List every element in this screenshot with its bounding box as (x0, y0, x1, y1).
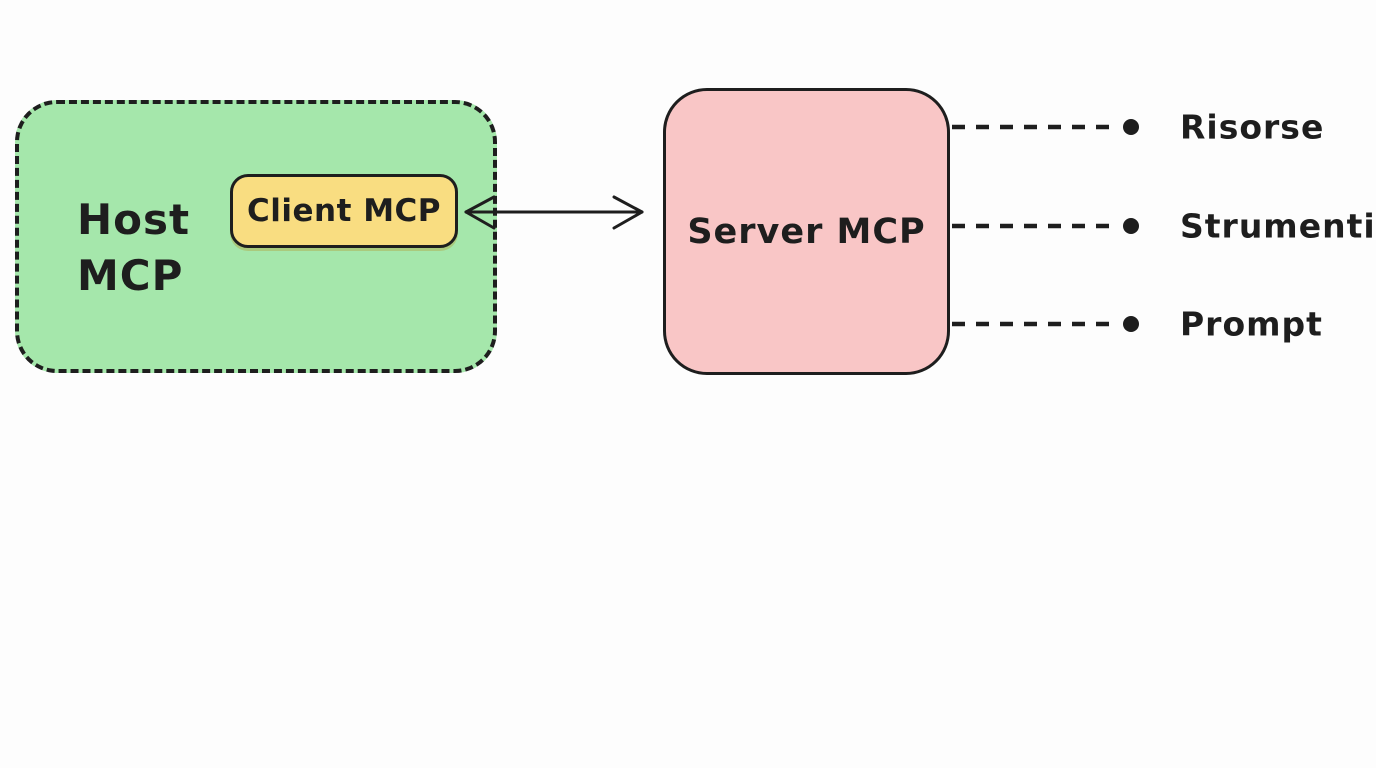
server-mcp-box: Server MCP (663, 88, 950, 375)
connector-strumenti (952, 218, 1139, 234)
host-mcp-label: Host MCP (77, 195, 191, 300)
connector-dot-risorse (1123, 119, 1139, 135)
output-label-risorse: Risorse (1180, 107, 1325, 147)
host-mcp-box: Host MCP Client MCP (15, 100, 497, 373)
output-label-prompt: Prompt (1180, 304, 1323, 344)
server-mcp-label: Server MCP (687, 211, 926, 252)
client-mcp-box: Client MCP (230, 174, 458, 248)
output-label-strumenti: Strumenti (1180, 206, 1376, 246)
connector-dot-prompt (1123, 316, 1139, 332)
client-mcp-label: Client MCP (246, 193, 442, 229)
connector-dot-strumenti (1123, 218, 1139, 234)
connector-prompt (952, 316, 1139, 332)
connector-risorse (952, 119, 1139, 135)
